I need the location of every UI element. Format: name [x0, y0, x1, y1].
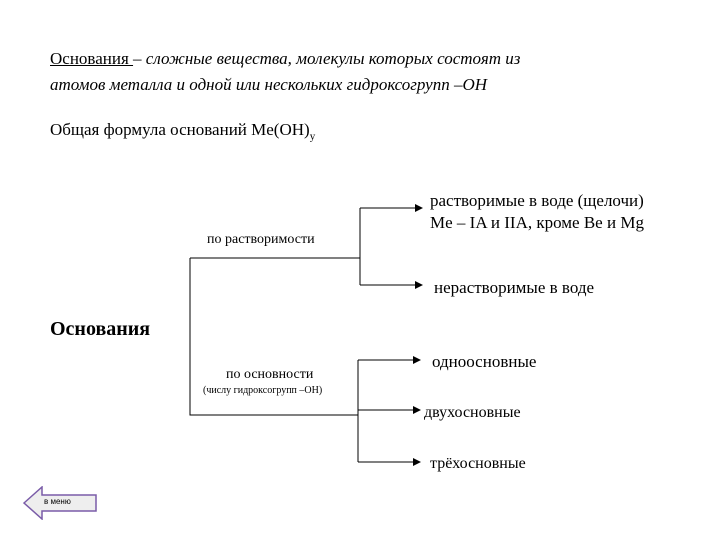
category-soluble-detail: Me – IA и IIA, кроме Be и Mg [430, 213, 644, 232]
category-insoluble: нерастворимые в воде [434, 278, 595, 297]
definition-rest: – сложные вещества, молекулы которых сос… [133, 49, 521, 68]
left-arrow-icon [22, 485, 97, 521]
criterion-basicity: по основности [226, 367, 314, 382]
category-monobasic: одноосновные [432, 352, 537, 371]
formula-text: Общая формула оснований Me(OH) [50, 120, 310, 139]
criterion-solubility: по растворимости [207, 232, 315, 247]
category-soluble-title: растворимые в воде (щелочи) [430, 191, 644, 210]
trunk-line [189, 258, 358, 416]
root-label: Основания [50, 318, 151, 340]
definition-line2: атомов металла и одной или нескольких ги… [50, 75, 488, 94]
back-to-menu-button[interactable]: в меню [22, 485, 98, 521]
back-button-label: в меню [44, 497, 71, 506]
category-dibasic: двухосновные [424, 404, 521, 421]
criterion-basicity-note: (числу гидроксогрупп –ОН) [203, 385, 323, 396]
category-tribasic: трёхосновные [430, 455, 526, 472]
category-soluble: растворимые в воде (щелочи) Me – IA и II… [430, 190, 644, 234]
formula-subscript: y [309, 130, 316, 143]
general-formula: Общая формула оснований Me(OH)y [50, 120, 315, 142]
definition-term: Основания [50, 49, 134, 68]
definition-text: Основания – сложные вещества, молекулы к… [50, 46, 520, 98]
